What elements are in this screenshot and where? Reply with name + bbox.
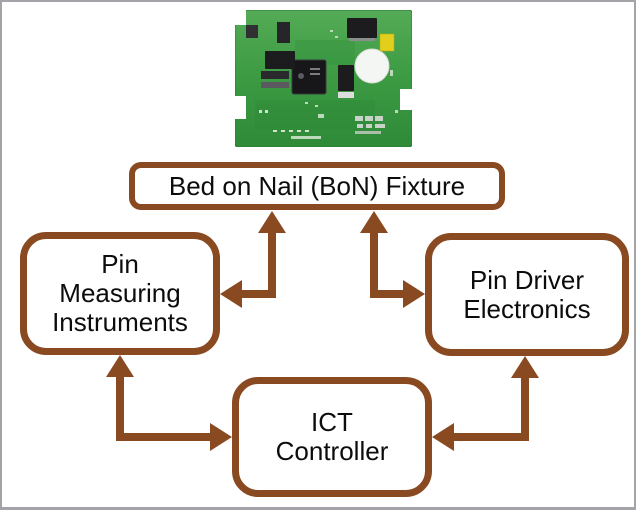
pcb-component-cluster bbox=[355, 116, 385, 134]
arrowhead-up-icon bbox=[511, 356, 539, 378]
arrowhead-up-icon bbox=[360, 211, 388, 233]
pmi-label-line1: Pin bbox=[101, 249, 139, 279]
pcb-notch bbox=[235, 96, 246, 119]
arrow-stem-vertical bbox=[370, 232, 378, 297]
arrowhead-right-icon bbox=[210, 423, 232, 451]
arrowhead-left-icon bbox=[432, 423, 454, 451]
pcb-chip-marking bbox=[310, 68, 320, 70]
arrowhead-left-icon bbox=[220, 280, 242, 308]
pmi-label-line2: Measuring bbox=[59, 278, 181, 308]
pcb-hole bbox=[354, 48, 390, 84]
pcb-chip-flash bbox=[347, 18, 377, 38]
pcb-dots bbox=[305, 30, 398, 113]
arrow-stem-horizontal bbox=[454, 433, 529, 441]
pcb-chip-memory bbox=[265, 51, 295, 69]
arrow-stem-vertical bbox=[268, 232, 276, 297]
pcb-photo bbox=[235, 10, 412, 147]
pcb-small-components bbox=[259, 110, 324, 139]
node-ict-controller: ICT Controller bbox=[232, 377, 432, 497]
pde-label-line1: Pin Driver bbox=[469, 264, 585, 295]
pcb-connector-strip bbox=[261, 71, 289, 79]
pcb-component bbox=[277, 22, 290, 43]
pcb-chip-main bbox=[291, 59, 327, 95]
arrow-stem-horizontal bbox=[116, 433, 210, 441]
node-pin-driver-electronics: Pin Driver Electronics bbox=[425, 233, 629, 356]
pcb-white-label bbox=[338, 92, 354, 98]
ict-label-line2: Controller bbox=[275, 436, 389, 466]
pcb-chip-marking bbox=[310, 73, 320, 75]
arrowhead-up-icon bbox=[258, 211, 286, 233]
node-bon-fixture: Bed on Nail (BoN) Fixture bbox=[129, 162, 505, 210]
pcb-chip-pins bbox=[349, 38, 375, 41]
arrowhead-right-icon bbox=[403, 280, 425, 308]
arrow-stem-vertical bbox=[521, 377, 529, 441]
arrowhead-up-icon bbox=[106, 355, 134, 377]
arrow-stem-horizontal bbox=[370, 290, 403, 298]
pcb-chip-small bbox=[338, 65, 354, 91]
pmi-label-line3: Instruments bbox=[52, 307, 188, 337]
pcb-chip-logo bbox=[298, 73, 304, 79]
bon-fixture-label: Bed on Nail (BoN) Fixture bbox=[168, 171, 466, 201]
ict-label-line1: ICT bbox=[311, 407, 353, 437]
pcb-board-art bbox=[235, 10, 412, 147]
pcb-component bbox=[246, 25, 258, 38]
pcb-notch bbox=[235, 10, 246, 25]
node-pin-measuring-instruments: Pin Measuring Instruments bbox=[20, 232, 220, 355]
arrow-stem-horizontal bbox=[242, 290, 276, 298]
arrow-stem-vertical bbox=[116, 376, 124, 441]
pcb-notch bbox=[400, 89, 412, 110]
pcb-yellow-sticker bbox=[379, 33, 395, 52]
pcb-connector-strip bbox=[261, 82, 289, 88]
pde-label-line2: Electronics bbox=[463, 293, 591, 324]
